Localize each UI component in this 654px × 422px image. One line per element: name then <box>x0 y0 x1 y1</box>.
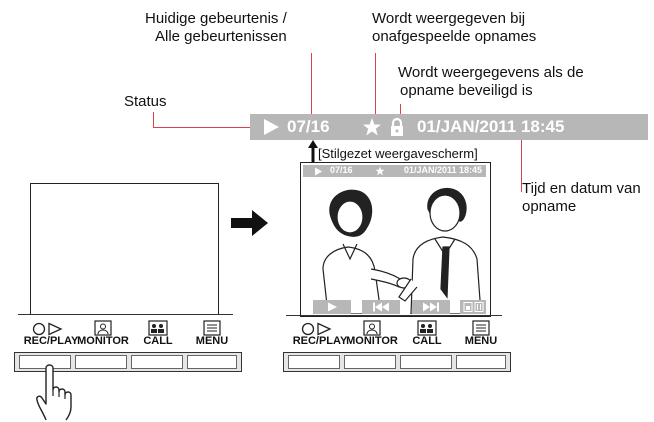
screen-left <box>30 183 219 315</box>
callout-unplayed: Wordt weergegeven bij onafgespeelde opna… <box>372 10 536 46</box>
call-label: CALL <box>143 335 173 347</box>
playback-forward-button[interactable] <box>412 300 450 314</box>
status-datetime: 01/JAN/2011 18:45 <box>417 117 565 136</box>
hand-pointer-icon <box>36 364 72 421</box>
call-button-right[interactable] <box>400 355 452 369</box>
star-icon <box>363 118 381 136</box>
button-strip-right <box>283 352 511 372</box>
screen-right: 07/16 01/JAN/2011 18:45 <box>300 162 491 317</box>
visitor-illustration <box>322 187 482 314</box>
monitor-icon <box>94 320 112 336</box>
mini-datetime: 01/JAN/2011 18:45 <box>404 165 483 175</box>
rec-play-label: REC/PLAY <box>23 335 79 347</box>
monitor-label-right: MONITOR <box>346 335 398 347</box>
leader-counter <box>311 53 312 115</box>
play-icon-mini <box>315 167 322 176</box>
still-screen-label: [Stilgezet weergavescherm] <box>318 146 478 161</box>
rec-play-button[interactable] <box>19 355 71 369</box>
call-icon-right <box>417 320 437 336</box>
leader-timestamp <box>521 140 522 192</box>
arrow-up-icon <box>308 140 318 162</box>
callout-protected: Wordt weergegevens als de opname beveili… <box>398 64 584 100</box>
woman-figure <box>322 189 412 314</box>
callout-protected-line2: opname beveiligd is <box>400 82 533 99</box>
rec-play-icon <box>32 322 63 336</box>
rec-play-label-right: REC/PLAY <box>292 335 348 347</box>
monitor-button[interactable] <box>75 355 127 369</box>
leader-lock <box>400 104 401 115</box>
status-bar-enlarged: 07/16 01/JAN/2011 18:45 <box>250 114 648 140</box>
panel-frame-left <box>18 314 233 315</box>
star-icon-mini <box>375 166 385 176</box>
rec-play-icon-right <box>301 322 332 336</box>
monitor-label: MONITOR <box>77 335 129 347</box>
callout-timestamp-line1: Tijd en datum van <box>522 180 641 197</box>
lock-icon <box>391 117 403 136</box>
menu-label: MENU <box>195 335 229 347</box>
menu-label-right: MENU <box>464 335 498 347</box>
menu-button-right[interactable] <box>456 355 506 369</box>
protect-delete-button[interactable] <box>460 300 486 314</box>
menu-icon <box>203 320 221 336</box>
call-label-right: CALL <box>412 335 442 347</box>
monitor-button-right[interactable] <box>344 355 396 369</box>
button-strip-left <box>14 352 242 372</box>
callout-current-event: Huidige gebeurtenis / Alle gebeurtenisse… <box>145 10 287 46</box>
status-bar-mini: 07/16 01/JAN/2011 18:45 <box>303 165 486 177</box>
playback-rewind-button[interactable] <box>362 300 400 314</box>
call-icon <box>148 320 168 336</box>
skip-back-icon <box>373 302 389 312</box>
callout-unplayed-line2: onafgespeelde opnames <box>372 28 537 45</box>
status-counter: 07/16 <box>287 117 330 136</box>
call-button[interactable] <box>131 355 183 369</box>
callout-timestamp: Tijd en datum van opname <box>522 180 641 216</box>
callout-current-event-line2: Alle gebeurtenissen <box>155 28 287 45</box>
leader-status-v <box>153 127 257 128</box>
playback-play-button[interactable] <box>313 300 351 314</box>
arrow-right-icon <box>231 210 268 236</box>
play-icon <box>264 119 279 135</box>
mini-counter: 07/16 <box>330 165 353 175</box>
callout-unplayed-line1: Wordt weergegeven bij <box>372 10 526 27</box>
panel-frame-right <box>286 315 502 316</box>
leader-star <box>375 53 376 115</box>
menu-button[interactable] <box>187 355 237 369</box>
callout-timestamp-line2: opname <box>522 198 577 215</box>
callout-protected-line1: Wordt weergegevens als de <box>398 64 584 81</box>
monitor-icon-right <box>363 320 381 336</box>
lock-trash-icon <box>463 302 484 312</box>
skip-forward-icon <box>423 302 439 312</box>
leader-status-h <box>153 112 154 128</box>
callout-current-event-line1: Huidige gebeurtenis / <box>145 10 287 27</box>
callout-status: Status <box>124 93 167 110</box>
menu-icon-right <box>472 320 490 336</box>
play-icon-small <box>328 302 337 312</box>
rec-play-button-right[interactable] <box>288 355 340 369</box>
man-figure <box>398 187 482 314</box>
